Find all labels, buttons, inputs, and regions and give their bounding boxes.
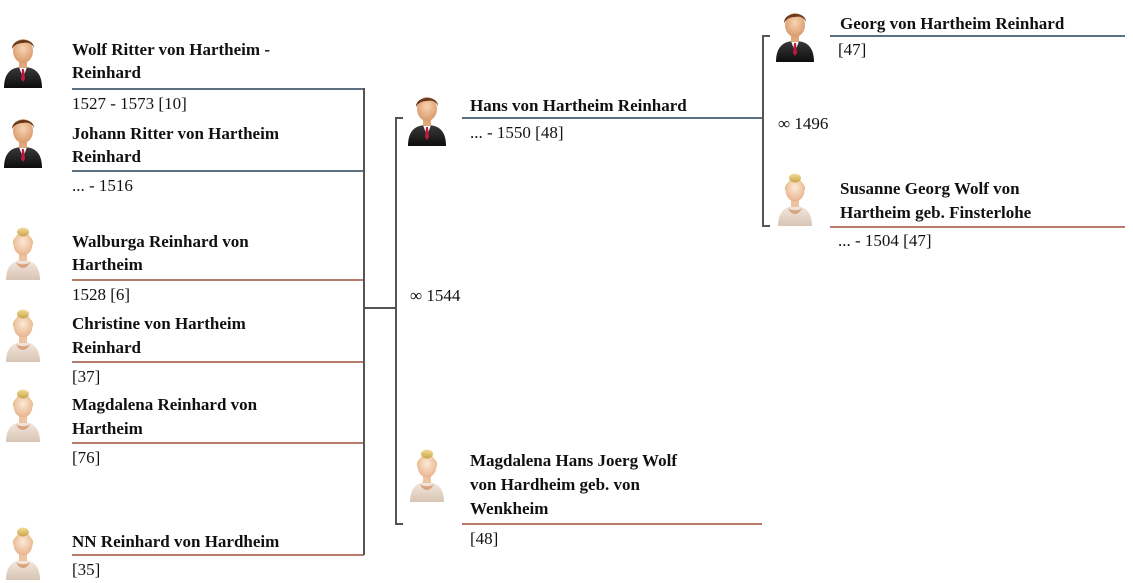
parents-marriage-date: ∞ 1544 <box>410 286 461 305</box>
child-name-cont: Hartheim <box>72 255 143 274</box>
grandparents-bracket <box>762 225 770 227</box>
mother-info: [48] <box>470 529 499 548</box>
female-person-icon <box>2 388 44 442</box>
child-info: 1528 [6] <box>72 285 131 304</box>
name-underline <box>72 442 364 444</box>
child-name-cont: Hartheim <box>72 419 143 438</box>
female-person-icon <box>2 226 44 280</box>
grandparents-marriage-date: ∞ 1496 <box>778 114 829 133</box>
name-underline <box>72 554 364 556</box>
grandparents-bracket <box>762 35 764 227</box>
female-person-icon <box>2 308 44 362</box>
grandparents-bracket <box>762 35 770 37</box>
grandmother-name: Susanne Georg Wolf von <box>840 179 1020 198</box>
name-underline <box>72 88 364 90</box>
male-person-icon <box>774 8 816 62</box>
child-name: Johann Ritter von Hartheim <box>72 124 279 143</box>
name-underline <box>830 35 1125 37</box>
child-name: Walburga Reinhard von <box>72 232 249 251</box>
parents-bracket <box>395 117 397 525</box>
grandfather-name: Georg von Hartheim Reinhard <box>840 14 1065 33</box>
child-info: ... - 1516 <box>72 176 133 195</box>
grandmother-name-cont: Hartheim geb. Finsterlohe <box>840 203 1032 222</box>
child-name: Magdalena Reinhard von <box>72 395 258 414</box>
child-name: NN Reinhard von Hardheim <box>72 532 280 551</box>
child-info: [37] <box>72 367 101 386</box>
name-underline <box>462 117 762 119</box>
parents-bracket <box>395 117 403 119</box>
child-info: [35] <box>72 560 101 579</box>
child-info: 1527 - 1573 [10] <box>72 94 187 113</box>
male-person-icon <box>406 92 448 146</box>
name-underline <box>72 170 364 172</box>
name-underline <box>72 361 364 363</box>
female-person-icon <box>406 448 448 502</box>
child-name-cont: Reinhard <box>72 338 141 357</box>
child-name: Wolf Ritter von Hartheim - <box>72 40 270 59</box>
female-person-icon <box>2 526 44 580</box>
male-person-icon <box>2 34 44 88</box>
mother-name: Magdalena Hans Joerg Wolf <box>470 451 677 470</box>
grandmother-info: ... - 1504 [47] <box>838 231 932 250</box>
child-info: [76] <box>72 448 101 467</box>
child-name: Christine von Hartheim <box>72 314 246 333</box>
father-name: Hans von Hartheim Reinhard <box>470 96 687 115</box>
name-underline <box>830 226 1125 228</box>
child-name-cont: Reinhard <box>72 147 141 166</box>
male-person-icon <box>2 114 44 168</box>
child-name-cont: Reinhard <box>72 63 141 82</box>
female-person-icon <box>774 172 816 226</box>
name-underline <box>462 523 762 525</box>
name-underline <box>72 279 364 281</box>
children-connector <box>363 88 365 555</box>
parents-bracket <box>395 523 403 525</box>
father-info: ... - 1550 [48] <box>470 123 564 142</box>
grandfather-info: [47] <box>838 40 867 59</box>
children-connector <box>363 307 395 309</box>
mother-name-cont: von Hardheim geb. von <box>470 475 641 494</box>
mother-name-cont: Wenkheim <box>470 499 549 518</box>
